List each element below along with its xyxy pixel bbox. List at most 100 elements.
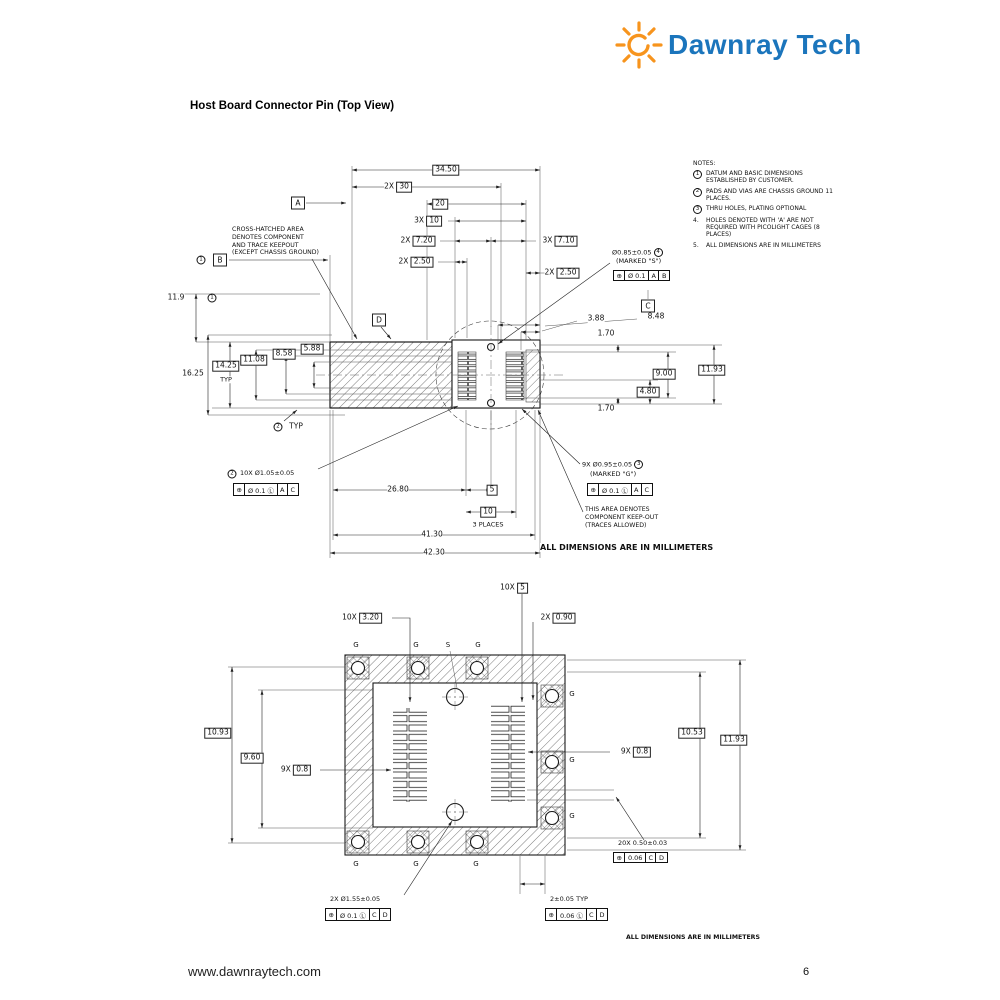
dim-2-typ: TYP <box>289 421 303 431</box>
dim-11-93-b: 11.93 <box>720 734 748 746</box>
note-text: ALL DIMENSIONS ARE IN MILLIMETERS <box>706 241 821 249</box>
dim-value: 30 <box>396 181 412 193</box>
dim-value: 14.25 <box>212 360 240 372</box>
dim-value: 0.8 <box>633 746 652 758</box>
dim-10-suffix: 3 PLACES <box>472 520 504 529</box>
dim-11-08: 11.08 <box>240 354 268 366</box>
dim-value: 10.53 <box>678 727 706 739</box>
noteref-2-icon: 2 <box>227 469 237 479</box>
dim-10-53: 10.53 <box>678 727 706 739</box>
dim-prefix: 2X <box>400 235 411 245</box>
dim-5-88: 5.88 <box>300 343 324 355</box>
dim-value: 9.60 <box>240 752 264 764</box>
dim-prefix: 9X <box>620 746 631 756</box>
dim-value: 8.58 <box>272 348 296 360</box>
callout-text: Ø0.85±0.05 <box>612 248 652 257</box>
notes-heading: NOTES: <box>693 160 716 167</box>
pad-label-g: G <box>353 859 359 868</box>
callout-2-typ: 2±0.05 TYP <box>550 895 588 903</box>
fcf-datum: D <box>596 908 609 921</box>
note-text: THRU HOLES, PLATING OPTIONAL <box>706 204 807 212</box>
pad-label-g: G <box>353 640 359 649</box>
note-text: PADS AND VIAS ARE CHASSIS GROUND 11 PLAC… <box>706 187 833 202</box>
note-number-icon: 1 <box>693 170 702 180</box>
dim-1-70-top: 1.70 <box>597 328 615 339</box>
dim-34-50: 34.50 <box>432 164 460 176</box>
pad-label-g: G <box>413 859 419 868</box>
datum-b: B <box>213 253 227 267</box>
keepout-strip <box>525 349 541 403</box>
note-number-icon: 3 <box>693 204 702 214</box>
pad-label-s: S <box>445 640 451 649</box>
dim-prefix: 2X <box>540 612 551 622</box>
noteref-2-icon: 2 <box>273 422 283 432</box>
pad-column-right <box>505 351 525 401</box>
dim-value: 3.20 <box>359 612 382 624</box>
dim-value: 2.50 <box>410 256 434 268</box>
dim-value: 5 <box>517 582 528 594</box>
page-number: 6 <box>803 966 810 978</box>
dim-42-30: 42.30 <box>423 547 445 558</box>
fcf-datum: D <box>655 852 668 863</box>
dim-value: 5 <box>486 484 498 496</box>
callout-20x-pads: 20X 0.50±0.03 <box>618 839 668 847</box>
dim-prefix: 2X <box>384 181 394 191</box>
sun-icon <box>615 21 663 69</box>
fcf-datum: C <box>287 483 299 496</box>
noteref-3-icon: 3 <box>634 460 644 469</box>
bottom-drawing-linework <box>228 594 746 896</box>
dim-41-30: 41.30 <box>421 529 443 540</box>
dim-value: 2.50 <box>556 267 580 279</box>
dim-9-60: 9.60 <box>240 752 264 764</box>
fcf-datum: D <box>379 908 392 921</box>
dim-2x-720: 2X 7.20 <box>400 235 436 247</box>
footprint-pads-right <box>491 704 525 802</box>
dim-prefix: 3X <box>542 235 553 245</box>
callout-9x-marked: (MARKED "G") <box>590 470 637 478</box>
dim-26-80: 26.80 <box>387 484 409 495</box>
dim-8-48: 8.48 <box>647 311 665 322</box>
dim-value: 9.00 <box>652 368 676 380</box>
dim-value: 34.50 <box>432 164 460 176</box>
dim-value: 11.08 <box>240 354 268 366</box>
fcf-datum: B <box>658 270 670 281</box>
fcf-tolerance: 0.06 Ⓛ <box>556 908 587 921</box>
pad-label-g: G <box>569 689 575 698</box>
note-text: HOLES DENOTED WITH 'A' ARE NOT REQUIRED … <box>706 216 820 239</box>
fcf-tolerance: Ø 0.1 Ⓛ <box>598 483 632 496</box>
fcf-tolerance: Ø 0.1 Ⓛ <box>336 908 370 921</box>
dim-value: 0.8 <box>293 764 312 776</box>
datum-c: C <box>641 299 655 313</box>
dim-value: 10 <box>426 215 442 227</box>
dim-prefix: 2X <box>398 256 409 266</box>
all-dimensions-note-top: ALL DIMENSIONS ARE IN MILLIMETERS <box>540 543 714 552</box>
dim-9x-08-right: 9X 0.8 <box>620 746 652 758</box>
note-number: 5. <box>693 241 699 249</box>
dim-value: 10.93 <box>204 727 232 739</box>
pad-label-g: G <box>569 811 575 820</box>
dim-value: 20 <box>432 198 448 210</box>
dim-value: 10 <box>480 506 496 518</box>
top-drawing-linework <box>168 166 722 558</box>
dim-prefix: 10X <box>342 612 357 622</box>
fcf-tolerance: Ø 0.1 Ⓛ <box>244 483 278 496</box>
dim-9-00: 9.00 <box>652 368 676 380</box>
callout-s-hole: Ø0.85±0.05 4 <box>612 248 663 257</box>
dim-value: 11.93 <box>720 734 748 746</box>
pad-label-g: G <box>473 859 479 868</box>
dim-10-93-b: 10.93 <box>204 727 232 739</box>
note-number: 4. <box>693 216 699 224</box>
dim-5: 5 <box>486 484 498 496</box>
dim-3x-10: 3X 10 <box>414 215 442 227</box>
dim-value: 5.88 <box>300 343 324 355</box>
dim-2x-250-right: 2X 2.50 <box>544 267 580 279</box>
dim-16-25: 16.25 <box>182 368 204 379</box>
footprint-pads-left <box>393 708 427 802</box>
